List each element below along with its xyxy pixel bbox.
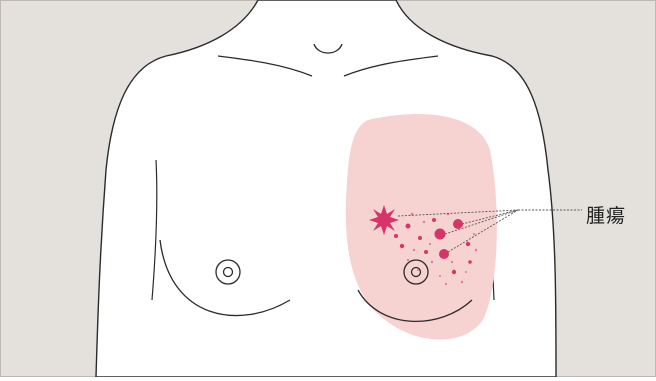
tumor-label: 腫瘍 xyxy=(586,201,626,228)
primary-tumor xyxy=(369,205,399,235)
